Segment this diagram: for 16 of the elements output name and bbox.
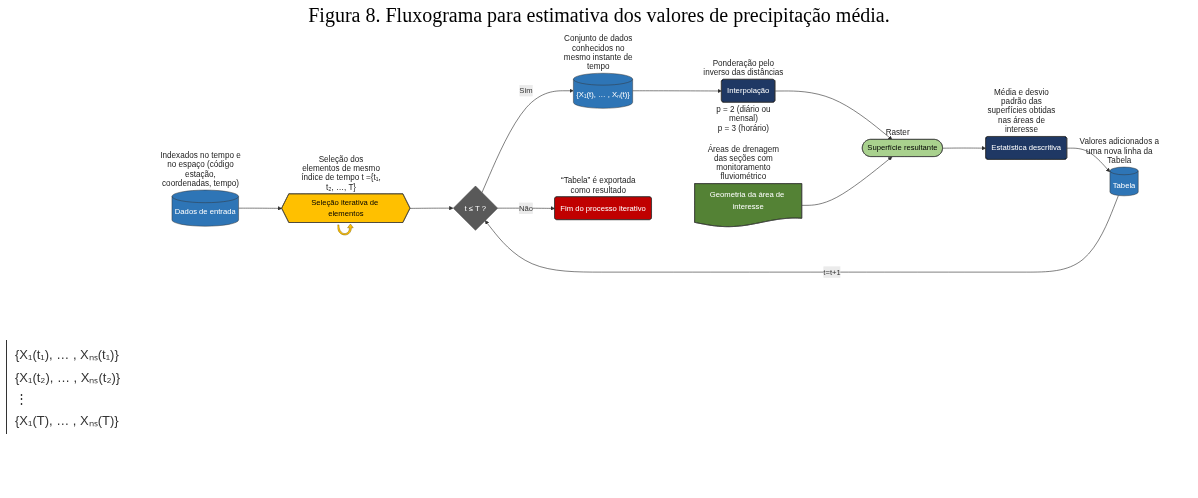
formula-text: ⋮ (15, 391, 29, 406)
annotation-text: Indexados no tempo e no espaço (código estação, coordenadas, tempo) (159, 150, 242, 189)
annotation-text: Média e desvio padrão das superfícies obtidas nas áreas de interesse (986, 87, 1057, 135)
annotation-text: Ponderação pelo inverso das distâncias (702, 58, 785, 78)
figure-title: Figura 8. Fluxograma para estimativa dos valores de precipitação média. (307, 4, 891, 27)
annotation-text: p = 2 (diário ou mensal) (715, 104, 772, 123)
annotation-text: Raster (884, 127, 911, 138)
annotation-text: p = 3 (horário) (716, 123, 771, 134)
annotation-text: “Tabela” é exportada como resultado (559, 176, 637, 195)
annotation-text: Conjunto de dados conhecidos no mesmo instante de tempo (562, 34, 634, 72)
formula-text: {X₁(t₂), … , Xₙₛ(t₂)} (15, 369, 122, 386)
formula-text: {X₁(t₁), … , Xₙₛ(t₁)} (15, 346, 120, 363)
annotation-text: Áreas de drenagem das seções com monitoramento fluviométrico (706, 144, 781, 182)
annotation-text: Seleção dos elementos de mesmo índice de tempo t ={t₁, t₂, …, T} (300, 154, 382, 192)
annotation-text: Valores adicionados a uma nova linha da Tabela (1078, 136, 1160, 165)
formula-text: {X₁(T), … , Xₙₛ(T)} (15, 412, 120, 429)
